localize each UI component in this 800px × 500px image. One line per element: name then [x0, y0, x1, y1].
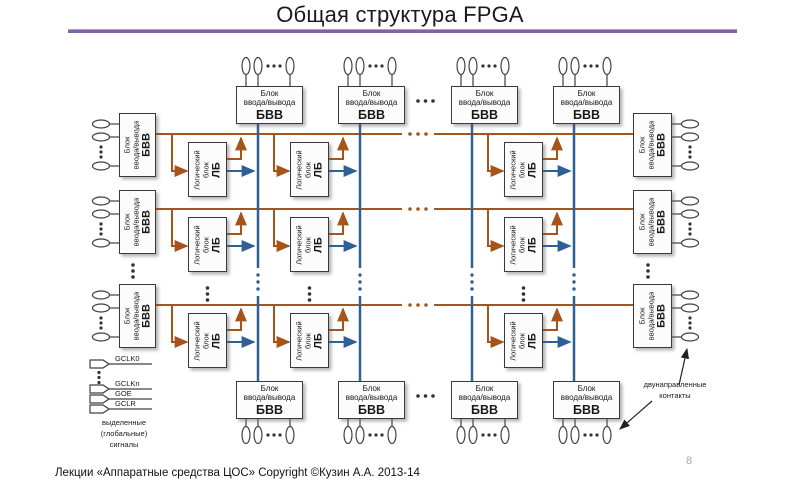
io-block-top-4: Блок ввода/вывода БВВ — [553, 86, 620, 124]
io-block-left-1: Блок ввода/вывода БВВ — [119, 113, 156, 177]
logic-block-r1c2: Логический блок ЛБ — [290, 142, 329, 197]
io-pins-right — [672, 119, 700, 342]
io-pins-top — [241, 56, 612, 86]
title-rule — [68, 29, 737, 33]
io-block-top-3: Блок ввода/вывода БВВ — [451, 86, 518, 124]
io-block-bottom-1: Блок ввода/вывода БВВ — [236, 381, 303, 419]
io-pins-bottom — [241, 419, 612, 445]
io-block-right-2: Блок ввода/вывода БВВ — [633, 190, 672, 254]
bidirectional-contacts-label: двунаправленные контакты — [643, 380, 707, 400]
io-block-top-1: Блок ввода/вывода БВВ — [236, 86, 303, 124]
global-signal-pins — [89, 359, 152, 414]
io-block-bottom-4: Блок ввода/вывода БВВ — [553, 381, 620, 419]
logic-block-r3c1: Логический блок ЛБ — [188, 313, 227, 368]
logic-block-r2c3: Логический блок ЛБ — [504, 217, 543, 272]
footer-credit: Лекции «Аппаратные средства ЦОС» Copyrig… — [55, 467, 420, 479]
page-title: Общая структура FPGA — [276, 2, 524, 27]
io-block-left-3: Блок ввода/вывода БВВ — [119, 284, 156, 348]
io-block-bottom-3: Блок ввода/вывода БВВ — [451, 381, 518, 419]
signal-label-gclr: GCLR — [115, 399, 136, 408]
signal-label-gclkn: GCLKn — [115, 379, 140, 388]
logic-block-r1c1: Логический блок ЛБ — [188, 142, 227, 197]
io-block-left-2: Блок ввода/вывода БВВ — [119, 190, 156, 254]
io-pins-left — [91, 119, 119, 342]
global-signals-caption: выделенные (глобальные) сигналы — [100, 418, 148, 449]
signal-label-goe: GOE — [115, 389, 132, 398]
logic-block-r3c2: Логический блок ЛБ — [290, 313, 329, 368]
lb-input-arrows — [171, 134, 505, 348]
io-block-right-1: Блок ввода/вывода БВВ — [633, 113, 672, 177]
grid-ellipsis-dots — [131, 99, 650, 398]
page-number: 8 — [686, 455, 693, 467]
horizontal-channel-ellipsis — [408, 132, 428, 307]
annotation-arrows — [619, 347, 690, 430]
io-block-right-3: Блок ввода/вывода БВВ — [633, 284, 672, 348]
signal-label-gclk0: GCLK0 — [115, 354, 140, 363]
logic-block-r3c3: Логический блок ЛБ — [504, 313, 543, 368]
logic-block-r1c3: Логический блок ЛБ — [504, 142, 543, 197]
logic-block-r2c1: Логический блок ЛБ — [188, 217, 227, 272]
vertical-channel-ellipsis — [256, 273, 576, 291]
logic-block-r2c2: Логический блок ЛБ — [290, 217, 329, 272]
io-block-bottom-2: Блок ввода/вывода БВВ — [338, 381, 405, 419]
lb-output-arrows — [227, 165, 572, 348]
vertical-routing-channels — [256, 124, 576, 381]
lb-feedback-arrows — [227, 136, 563, 331]
io-block-top-2: Блок ввода/вывода БВВ — [338, 86, 405, 124]
